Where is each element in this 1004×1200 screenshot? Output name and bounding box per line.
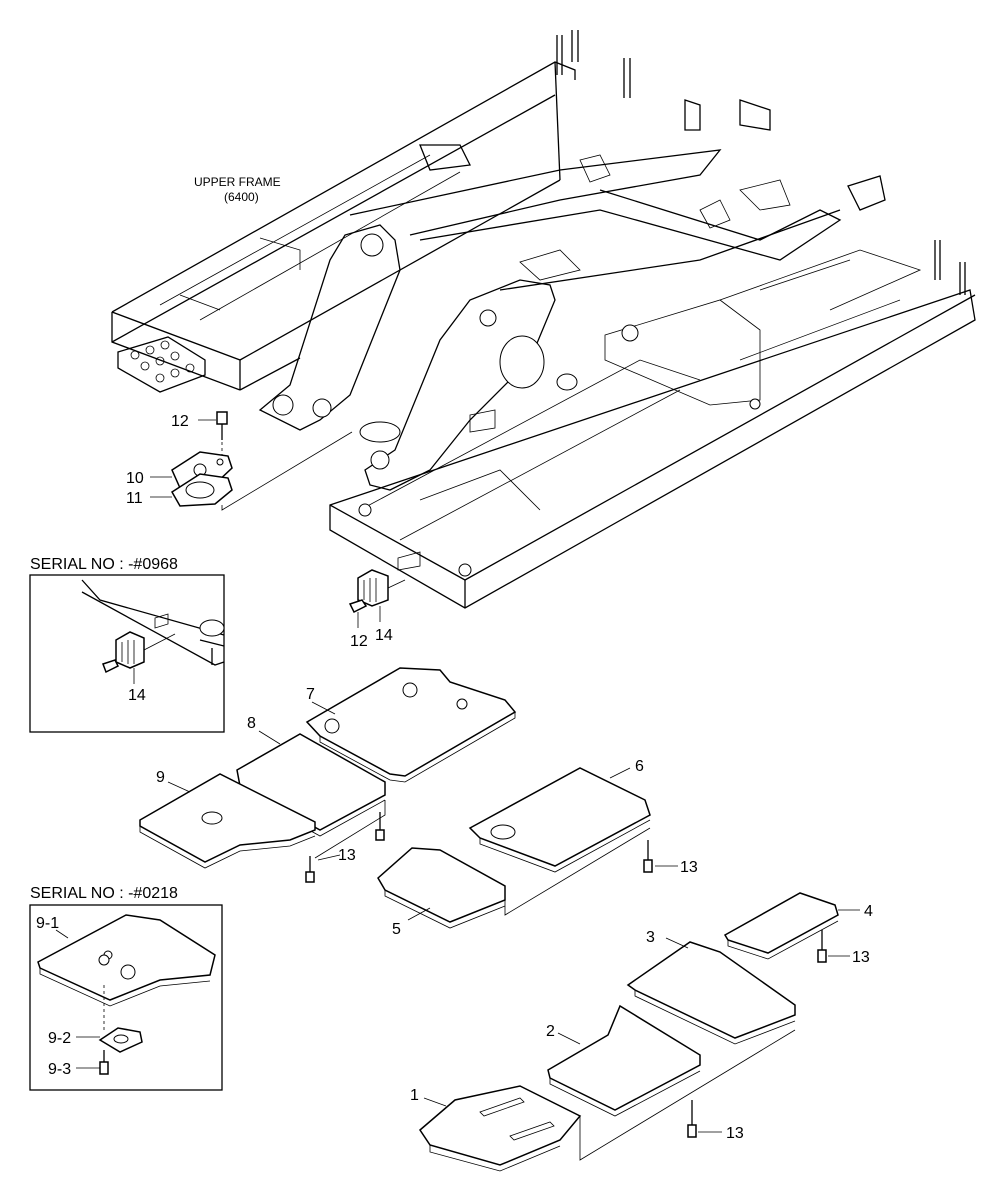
callout-9-1: 9-1: [36, 915, 59, 932]
callout-8: 8: [247, 715, 256, 732]
callout-2: 2: [546, 1023, 555, 1040]
callout-1: 1: [410, 1087, 419, 1104]
callout-13-bottom: 13: [726, 1125, 744, 1142]
callout-10: 10: [126, 470, 144, 487]
callout-6: 6: [635, 758, 644, 775]
inset2-drawing: [37, 914, 216, 1075]
callout-11: 11: [126, 490, 143, 507]
frame-code-label: (6400): [224, 190, 259, 204]
frame-name-label: UPPER FRAME: [194, 175, 281, 189]
callout-14-frame: 14: [375, 627, 393, 644]
inset1-frame: [29, 574, 225, 733]
callout-12-top: 12: [171, 413, 189, 430]
cover-plate-assembly-10-11: [150, 411, 353, 511]
callout-9-3: 9-3: [48, 1061, 71, 1078]
cover-plates-7-8-9: [139, 667, 517, 883]
callout-13-left: 13: [338, 847, 356, 864]
inset2-serial: SERIAL NO : -#0218: [30, 885, 178, 902]
callout-12-bottom: 12: [350, 633, 368, 650]
callout-9: 9: [156, 769, 165, 786]
callout-13-far-right: 13: [852, 949, 870, 966]
inset1-serial: SERIAL NO : -#0968: [30, 556, 178, 573]
step-cover-14-frame: [348, 569, 406, 628]
callout-13-right: 13: [680, 859, 698, 876]
callout-3: 3: [646, 929, 655, 946]
inset2-frame: [29, 904, 223, 1091]
callout-5: 5: [392, 921, 401, 938]
upper-frame-drawing: [111, 30, 976, 609]
cover-plates-1-2-3-4: [419, 892, 860, 1172]
callout-9-2: 9-2: [48, 1030, 71, 1047]
cover-plates-5-6: [377, 767, 678, 929]
callout-7: 7: [306, 686, 315, 703]
callout-14-inset: 14: [128, 687, 146, 704]
callout-4: 4: [864, 903, 873, 920]
inset1-drawing: [81, 579, 225, 684]
